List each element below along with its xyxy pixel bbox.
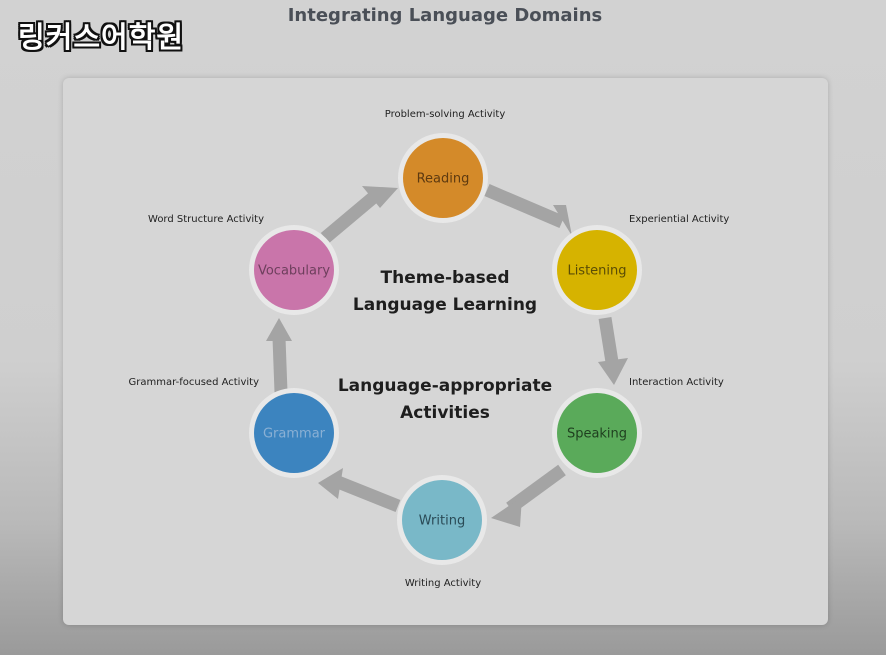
activity-label-writing: Writing Activity [405,578,481,589]
node-label-vocabulary: Vocabulary [258,264,330,279]
node-reading: Reading Problem-solving Activity [385,109,506,223]
node-circle-reading [403,138,483,218]
node-label-grammar: Grammar [263,427,326,442]
node-circle-writing [402,480,482,560]
center-title-line2: Language Learning [353,295,537,315]
arrow-reading-to-listening-shaft [484,184,565,228]
arrow-writing-to-grammar-head [318,468,343,499]
node-label-writing: Writing [419,514,465,529]
node-label-reading: Reading [417,172,470,187]
arrow-listening-to-speaking-head [598,358,628,385]
node-vocabulary: Vocabulary Word Structure Activity [148,214,339,315]
arrow-grammar-to-vocabulary-shaft [272,337,288,393]
watermark-text: 링커스어학원 [18,20,185,54]
center-subtitle-line1: Language-appropriate [338,376,552,396]
node-circle-grammar [254,393,334,473]
arrow-reading-to-listening-head [553,205,572,236]
node-label-speaking: Speaking [567,427,627,442]
node-label-listening: Listening [567,264,626,279]
arrow-vocabulary-to-reading-head [362,186,398,208]
node-speaking: Speaking Interaction Activity [552,377,724,478]
center-subtitle-line2: Activities [400,403,490,423]
arrow-listening-to-speaking-shaft [598,316,619,364]
node-writing: Writing Writing Activity [397,475,487,589]
node-listening: Listening Experiential Activity [552,214,729,315]
page-title: Integrating Language Domains [287,5,603,26]
activity-label-vocabulary: Word Structure Activity [148,214,264,225]
arrow-writing-to-grammar-shaft [330,473,401,513]
node-circle-listening [557,230,637,310]
activity-label-grammar: Grammar-focused Activity [129,377,260,388]
center-title-line1: Theme-based [381,268,510,288]
activity-label-speaking: Interaction Activity [629,377,724,388]
cycle-arrows [266,184,628,527]
activity-label-listening: Experiential Activity [629,214,729,225]
node-circle-speaking [557,393,637,473]
arrow-grammar-to-vocabulary-head [266,318,292,341]
activity-label-reading: Problem-solving Activity [385,109,506,120]
arrow-speaking-to-writing-head [491,497,522,527]
node-grammar: Grammar Grammar-focused Activity [129,377,339,478]
arrow-vocabulary-to-reading-shaft [320,191,380,243]
node-circle-vocabulary [254,230,334,310]
